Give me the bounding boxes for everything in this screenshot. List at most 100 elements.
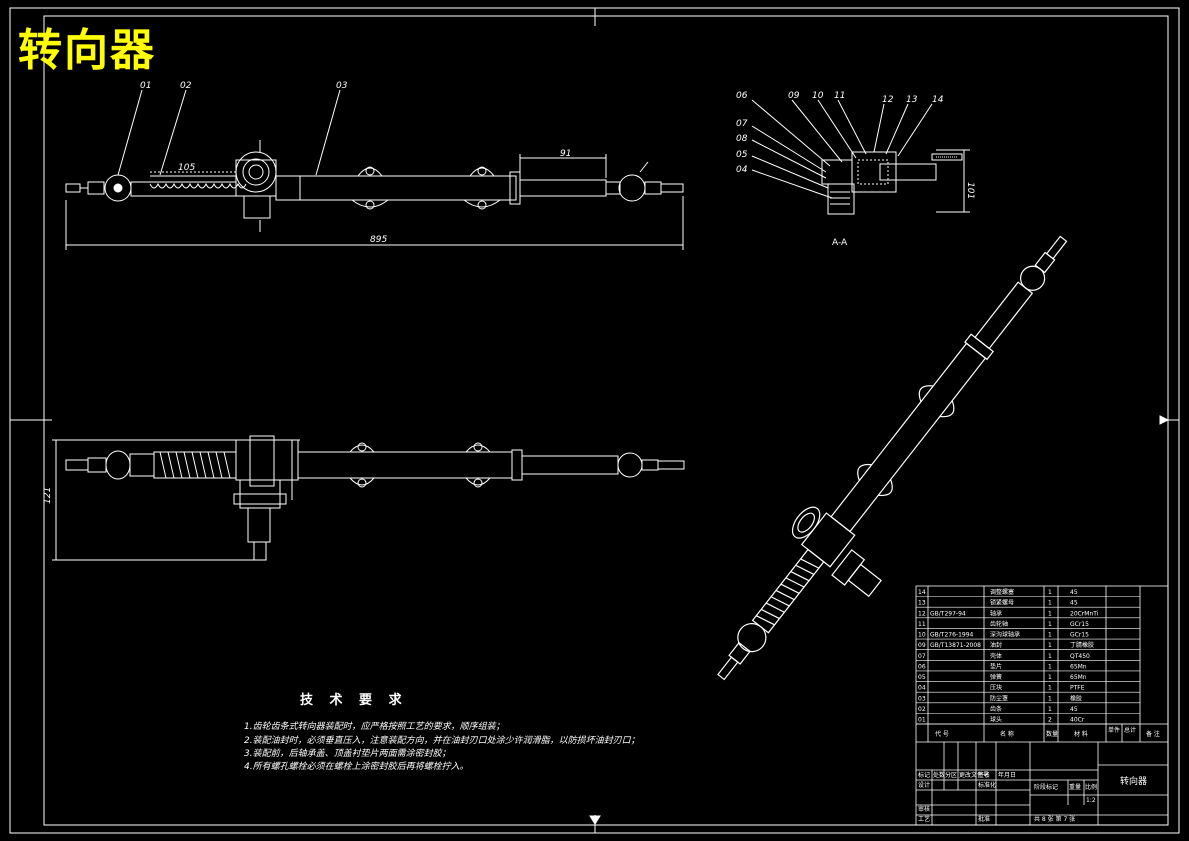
parts-cell-qty: 1 (1048, 632, 1052, 639)
tb-weight: 重量 (1069, 783, 1081, 791)
title-block (916, 742, 1168, 825)
parts-cell-no: 12 (918, 610, 926, 617)
tb-label-zone: 分区 (945, 771, 957, 779)
callout-05: 05 (736, 150, 748, 160)
tb-reviewer: 审核 (918, 805, 930, 813)
parts-cell-no: 07 (918, 653, 926, 660)
tb-process: 工艺 (918, 815, 930, 823)
tb-sheet: 共 8 张 第 7 张 (1034, 815, 1075, 823)
parts-cell-qty: 1 (1048, 653, 1052, 660)
header-material: 材 料 (1074, 730, 1088, 738)
callout-12: 12 (882, 95, 894, 105)
dimension-side: 121 (43, 487, 53, 504)
parts-cell-qty: 1 (1048, 610, 1052, 617)
parts-cell-qty: 2 (1048, 717, 1052, 724)
parts-cell-name: 弹簧 (990, 673, 1002, 681)
dimension-overall: 895 (370, 235, 387, 245)
tech-requirement-2: 2.装配油封时，必须垂直压入，注意装配方向，并在油封刃口处涂少许润滑脂，以防损坏… (244, 736, 640, 746)
top-view (52, 435, 685, 561)
parts-cell-no: 05 (918, 674, 926, 681)
parts-cell-code: GB/T13871-2008 (930, 642, 981, 649)
parts-cell-name: 深沟球轴承 (990, 631, 1020, 639)
callout-04: 04 (736, 165, 748, 175)
front-view-callouts: 01 02 03 895 91 105 (140, 81, 571, 245)
parts-cell-code: GB/T276-1994 (930, 632, 974, 639)
header-name: 名 称 (1000, 730, 1014, 738)
parts-cell-no: 03 (918, 695, 926, 702)
callout-13: 13 (906, 95, 918, 105)
section-view-callouts: 06 07 08 05 04 09 10 11 12 13 14 A-A 101 (736, 91, 975, 248)
parts-cell-name: 轴承 (990, 609, 1002, 617)
parts-cell-qty: 1 (1048, 674, 1052, 681)
section-label: A-A (832, 238, 848, 248)
section-view (751, 99, 970, 215)
callout-01: 01 (140, 81, 151, 91)
tech-requirements-heading: 技 术 要 求 (300, 693, 408, 708)
tb-scale-value: 1:2 (1086, 797, 1096, 804)
parts-cell-name: 压块 (990, 684, 1002, 692)
sheet-frame (9, 7, 1180, 834)
dimension-travel: 91 (560, 149, 571, 159)
parts-cell-material: 45 (1070, 600, 1078, 607)
parts-cell-material: 40Cr (1070, 717, 1085, 724)
parts-cell-name: 球头 (990, 716, 1002, 724)
parts-cell-material: 45 (1070, 706, 1078, 713)
parts-cell-material: 65Mn (1070, 663, 1087, 670)
tb-label-sign: 签名 (978, 771, 990, 779)
parts-cell-material: 45 (1070, 589, 1078, 596)
callout-08: 08 (736, 134, 748, 144)
parts-cell-material: PTFE (1070, 685, 1085, 692)
parts-cell-material: 丁腈橡胶 (1070, 641, 1094, 649)
isometric-view (717, 235, 1068, 681)
parts-cell-no: 06 (918, 663, 926, 670)
tb-label-date: 年月日 (998, 771, 1016, 779)
tech-requirement-3: 3.装配前，后轴承盖、顶盖衬垫片两面需涂密封胶； (244, 749, 451, 759)
tech-requirement-4: 4.所有螺孔螺栓必须在螺栓上涂密封胶后再将螺栓拧入。 (244, 762, 469, 772)
header-total-weight: 总计 (1124, 726, 1136, 734)
front-view (65, 89, 684, 250)
header-unit-weight: 单件 (1108, 726, 1120, 734)
parts-cell-qty: 1 (1048, 685, 1052, 692)
header-qty: 数量 (1046, 730, 1058, 738)
tb-stage-mark: 阶段标记 (1034, 783, 1058, 791)
top-view-callouts: 121 (43, 487, 53, 504)
header-remark: 备 注 (1146, 730, 1160, 738)
parts-cell-no: 04 (918, 685, 926, 692)
tb-label-change: 更改文件号 (959, 771, 989, 779)
parts-cell-no: 09 (918, 642, 926, 649)
parts-cell-qty: 1 (1048, 663, 1052, 670)
dimension-spring: 105 (178, 163, 195, 173)
callout-11: 11 (834, 91, 845, 101)
drawing-title: 转向器 (18, 25, 156, 76)
tb-standardization: 标准化 (978, 781, 996, 789)
parts-cell-qty: 1 (1048, 589, 1052, 596)
parts-cell-name: 壳体 (990, 652, 1002, 660)
parts-cell-no: 01 (918, 717, 926, 724)
parts-cell-name: 齿轮轴 (990, 620, 1008, 628)
header-code: 代 号 (935, 730, 949, 738)
tb-drawing-name: 转向器 (1120, 775, 1147, 787)
tb-label-mark: 标记 (918, 771, 930, 779)
parts-cell-code: GB/T297-94 (930, 610, 966, 617)
tech-requirement-1: 1.齿轮齿条式转向器装配时，应严格按照工艺的要求，顺序组装； (244, 722, 505, 732)
parts-header: 代 号 名 称 数量 材 料 单件 总计 备 注 (935, 726, 1160, 738)
parts-cell-name: 齿条 (990, 705, 1002, 713)
callout-02: 02 (180, 81, 192, 91)
parts-cell-name: 垫片 (990, 662, 1002, 670)
dimension-section: 101 (965, 182, 975, 199)
callout-07: 07 (736, 119, 748, 129)
parts-cell-qty: 1 (1048, 600, 1052, 607)
parts-cell-name: 锁紧螺母 (990, 599, 1014, 607)
tb-label-count: 处数 (933, 771, 945, 779)
parts-cell-qty: 1 (1048, 706, 1052, 713)
parts-cell-material: GCr15 (1070, 632, 1089, 639)
parts-cell-no: 11 (918, 621, 926, 628)
callout-06: 06 (736, 91, 748, 101)
parts-cell-name: 调整螺塞 (990, 588, 1014, 596)
parts-cell-no: 14 (918, 589, 926, 596)
callout-03: 03 (336, 81, 348, 91)
parts-cell-material: GCr15 (1070, 621, 1089, 628)
title-block-text: 标记 处数 分区 更改文件号 签名 年月日 设计 标准化 阶段标记 重量 比例 … (918, 771, 1147, 823)
